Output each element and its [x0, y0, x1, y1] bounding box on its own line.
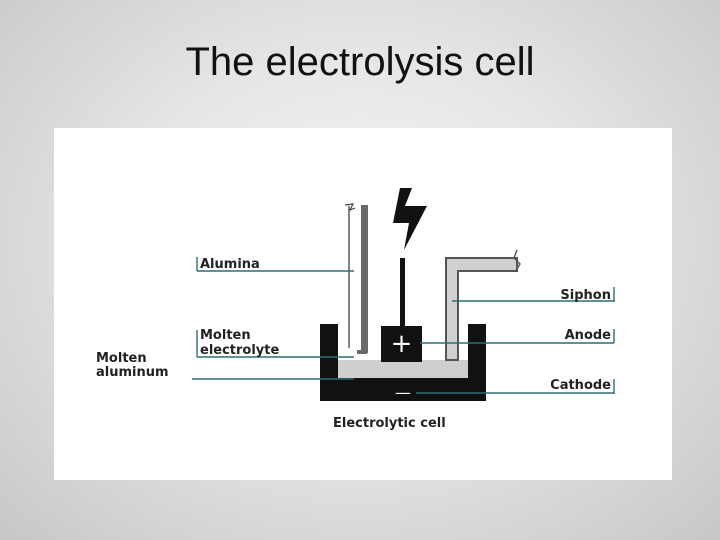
cell-wall [320, 324, 486, 401]
molten-aluminum-layer [338, 360, 468, 378]
label-molten-aluminum-line1: Molten [96, 351, 147, 366]
anode-rod [400, 258, 405, 328]
diagram-panel: — + Alumina [54, 128, 672, 480]
cathode-sign: — [395, 383, 411, 402]
label-cathode: Cathode [550, 378, 611, 393]
label-anode: Anode [565, 328, 612, 343]
electrolysis-cell-diagram: — + Alumina [96, 188, 615, 431]
alumina-tube [361, 205, 368, 353]
alumina-height-tick [344, 203, 356, 212]
siphon-pipe [445, 257, 518, 361]
label-alumina: Alumina [200, 257, 260, 272]
anode-sign: + [391, 329, 413, 359]
label-molten-electrolyte-line1: Molten [200, 328, 251, 343]
slide-title: The electrolysis cell [185, 40, 535, 84]
label-molten-aluminum-line2: aluminum [96, 365, 169, 380]
anode-block [381, 326, 422, 362]
label-siphon: Siphon [560, 288, 611, 303]
label-electrolytic-cell: Electrolytic cell [333, 416, 446, 431]
siphon-break-mark [513, 249, 521, 273]
label-molten-electrolyte-line2: electrolyte [200, 343, 279, 358]
electricity-bolt-icon [393, 188, 427, 250]
alumina-tube-tip [357, 350, 367, 354]
